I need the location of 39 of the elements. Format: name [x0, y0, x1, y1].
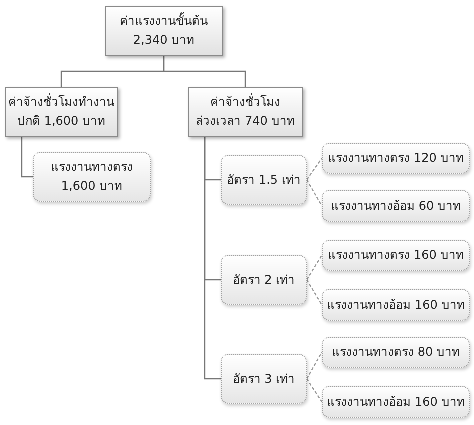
dashed-connector: [306, 378, 322, 402]
node-text: 1,600 บาท: [61, 179, 123, 194]
item-box: [322, 240, 470, 271]
category-box: [105, 6, 223, 56]
node-text: ล่วงเวลา 740 บาท: [196, 114, 295, 129]
node-text: อัตรา 2 เท่า: [232, 272, 296, 288]
connector-line: [204, 137, 221, 380]
item-box: [322, 143, 470, 174]
node-text: อัตรา 1.5 เท่า: [227, 172, 301, 188]
connector-line: [163, 56, 246, 87]
node-text: แรงงานทางตรง: [51, 160, 133, 175]
dashed-connector: [306, 158, 322, 180]
node-text: แรงงานทางตรง 80 บาท: [332, 345, 460, 360]
node-text: ค่าจ้างชั่วโมงทำงาน: [8, 95, 114, 110]
dashed-connector: [306, 280, 323, 306]
item-box: [221, 354, 307, 404]
item-box: [322, 337, 470, 368]
node-text: แรงงานทางอ้อม 160 บาท: [327, 298, 465, 312]
item-box: [322, 289, 470, 321]
node-text: ค่าแรงงานขั้นต้น: [120, 14, 208, 29]
connector-line: [21, 137, 33, 178]
node-text: แรงงานทางตรง 160 บาท: [328, 248, 464, 263]
node-text: แรงงานทางอ้อม 60 บาท: [331, 198, 461, 214]
item-box: [33, 152, 151, 202]
item-box: [221, 255, 307, 305]
category-box: [188, 87, 303, 137]
node-text: แรงงานทางตรง 120 บาท: [328, 151, 464, 166]
node-text: ค่าจ้างชั่วโมง: [210, 95, 280, 110]
dashed-connector: [306, 180, 323, 206]
dashed-connector: [306, 255, 323, 280]
node-text: อัตรา 3 เท่า: [232, 372, 296, 386]
node-text: แรงงานทางอ้อม 160 บาท: [327, 394, 465, 410]
item-box: [221, 155, 307, 205]
item-box: [322, 190, 470, 222]
item-box: [322, 386, 470, 418]
node-text: ปกติ 1,600 บาท: [18, 114, 106, 129]
node-text: 2,340 บาท: [133, 33, 195, 48]
dashed-connector: [306, 352, 323, 380]
category-box: [5, 87, 118, 137]
